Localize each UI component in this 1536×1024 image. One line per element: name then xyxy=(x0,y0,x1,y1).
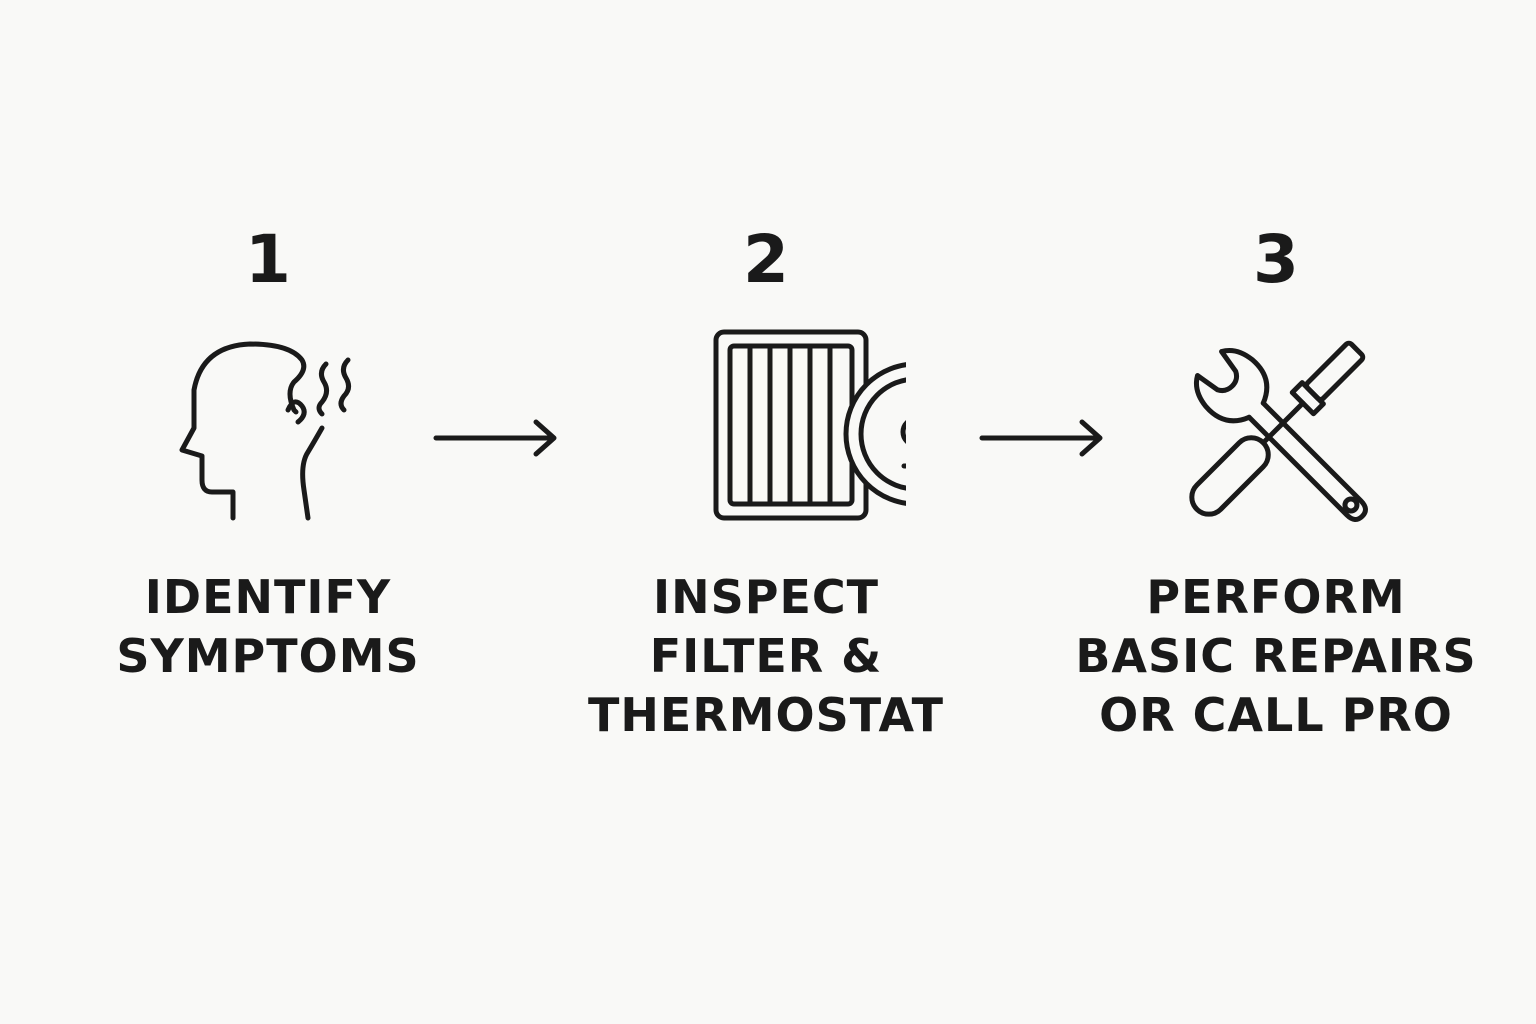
arrow-right-icon xyxy=(979,419,1103,457)
label-line: BASIC REPAIRS xyxy=(1075,629,1477,683)
head-symptoms-icon xyxy=(179,341,352,521)
label-line: SYMPTOMS xyxy=(116,629,420,683)
step-number: 2 xyxy=(743,221,789,298)
step-number: 1 xyxy=(245,221,291,298)
label-line: THERMOSTAT xyxy=(588,688,944,742)
label-line: IDENTIFY xyxy=(144,570,392,624)
filter-thermostat-icon xyxy=(713,329,906,521)
tools-icon xyxy=(1189,340,1368,522)
label-line: FILTER & xyxy=(649,629,883,683)
step-label: IDENTIFY SYMPTOMS xyxy=(38,568,498,686)
label-line: INSPECT xyxy=(652,570,880,624)
label-line: PERFORM xyxy=(1146,570,1406,624)
arrow-right-icon xyxy=(433,419,557,457)
step-number: 3 xyxy=(1253,221,1299,298)
step-label: PERFORM BASIC REPAIRS OR CALL PRO xyxy=(1046,568,1506,745)
step-label: INSPECT FILTER & THERMOSTAT xyxy=(536,568,996,745)
label-line: OR CALL PRO xyxy=(1099,688,1453,742)
